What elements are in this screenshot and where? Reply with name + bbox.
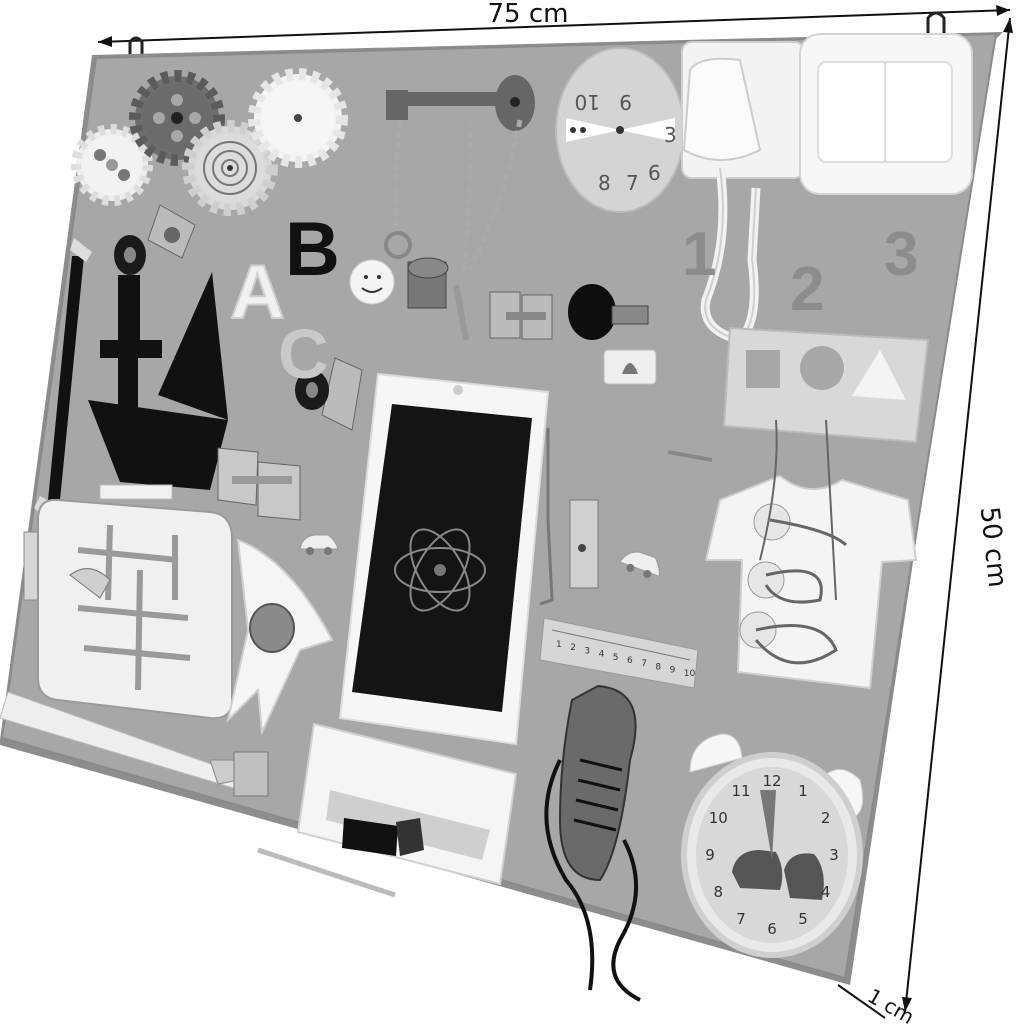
- stylus: [257, 847, 396, 898]
- number-dial[interactable]: 9 10 6 7 8 3: [555, 47, 685, 213]
- clock-number: 8: [714, 883, 724, 901]
- doorbell: [568, 284, 657, 385]
- depth-dimension: 1 cm: [837, 984, 919, 1029]
- gear-icon: [129, 70, 225, 166]
- clock-number: 12: [762, 772, 781, 790]
- car-icon: [619, 551, 660, 579]
- letter-b: B: [285, 207, 340, 292]
- depth-label: 1 cm: [864, 984, 919, 1024]
- height-label: 50 cm: [974, 505, 1012, 589]
- dial-number: 9: [619, 90, 632, 114]
- clock-number: 3: [829, 846, 839, 864]
- gear-icon: [71, 124, 153, 206]
- maze-panel: [37, 498, 233, 720]
- gear-icon: [182, 120, 278, 216]
- width-dimension: 75 cm: [97, 0, 1011, 47]
- dial-number: 8: [598, 171, 611, 195]
- power-outlet[interactable]: [681, 41, 805, 345]
- small-bolt: [667, 450, 713, 462]
- clock-number: 10: [709, 809, 728, 827]
- tshirt-lacing: [704, 419, 918, 690]
- drawing-tablet[interactable]: [338, 372, 550, 746]
- slider-track: [48, 256, 84, 500]
- ruler-number: 4: [599, 650, 605, 660]
- car-icon: [299, 534, 339, 555]
- clock-number: 4: [821, 883, 831, 901]
- number-3: 3: [884, 220, 918, 289]
- slider-knob-top: [70, 238, 92, 262]
- ruler-number: 3: [584, 646, 590, 656]
- chain-lock: [349, 75, 535, 341]
- number-2: 2: [790, 255, 824, 324]
- gears: [71, 68, 348, 216]
- ruler-number: 2: [570, 643, 576, 653]
- slide-bar: [99, 484, 173, 500]
- door-latch-left: [217, 447, 301, 521]
- height-dimension: 50 cm: [902, 17, 1013, 1013]
- small-latch: [489, 291, 553, 340]
- clock-number: 6: [767, 920, 777, 938]
- width-label: 75 cm: [488, 0, 569, 29]
- clock-number: 1: [798, 782, 808, 800]
- caster-wheel-mid: [295, 357, 363, 431]
- buckle-panel: [296, 722, 518, 886]
- zipper: [0, 691, 269, 797]
- clock-number: 11: [731, 782, 750, 800]
- clock-number: 7: [736, 910, 746, 928]
- clock-number: 5: [798, 910, 808, 928]
- dial-number: 7: [626, 171, 639, 195]
- number-1: 1: [682, 220, 716, 289]
- ruler-number: 9: [670, 666, 676, 676]
- clock-number: 2: [821, 809, 831, 827]
- left-hanger: [128, 36, 144, 55]
- caster-wheel-top: [114, 204, 196, 275]
- gear-icon: [248, 68, 348, 168]
- letter-a: A: [230, 250, 285, 335]
- right-hanger: [926, 11, 946, 35]
- ruler-number: 1: [556, 640, 562, 650]
- ruler-number: 5: [613, 653, 619, 663]
- sailboat-puzzle: [88, 272, 228, 490]
- shoe-lacing: [544, 684, 641, 1002]
- hook-latch: [539, 427, 599, 606]
- dial-number: 6: [648, 161, 661, 185]
- shape-sorter-panel: [722, 326, 930, 444]
- ruler-number: 7: [641, 659, 647, 669]
- ruler-number: 6: [627, 656, 633, 666]
- clock-number: 9: [705, 846, 715, 864]
- rocket-piece: [226, 538, 334, 736]
- letter-c: C: [278, 315, 329, 393]
- dial-number: 3: [664, 123, 677, 147]
- dial-number: 10: [575, 90, 600, 114]
- ruler-number: 10: [684, 669, 696, 679]
- light-switch[interactable]: [799, 33, 973, 195]
- ruler-number: 8: [655, 662, 661, 672]
